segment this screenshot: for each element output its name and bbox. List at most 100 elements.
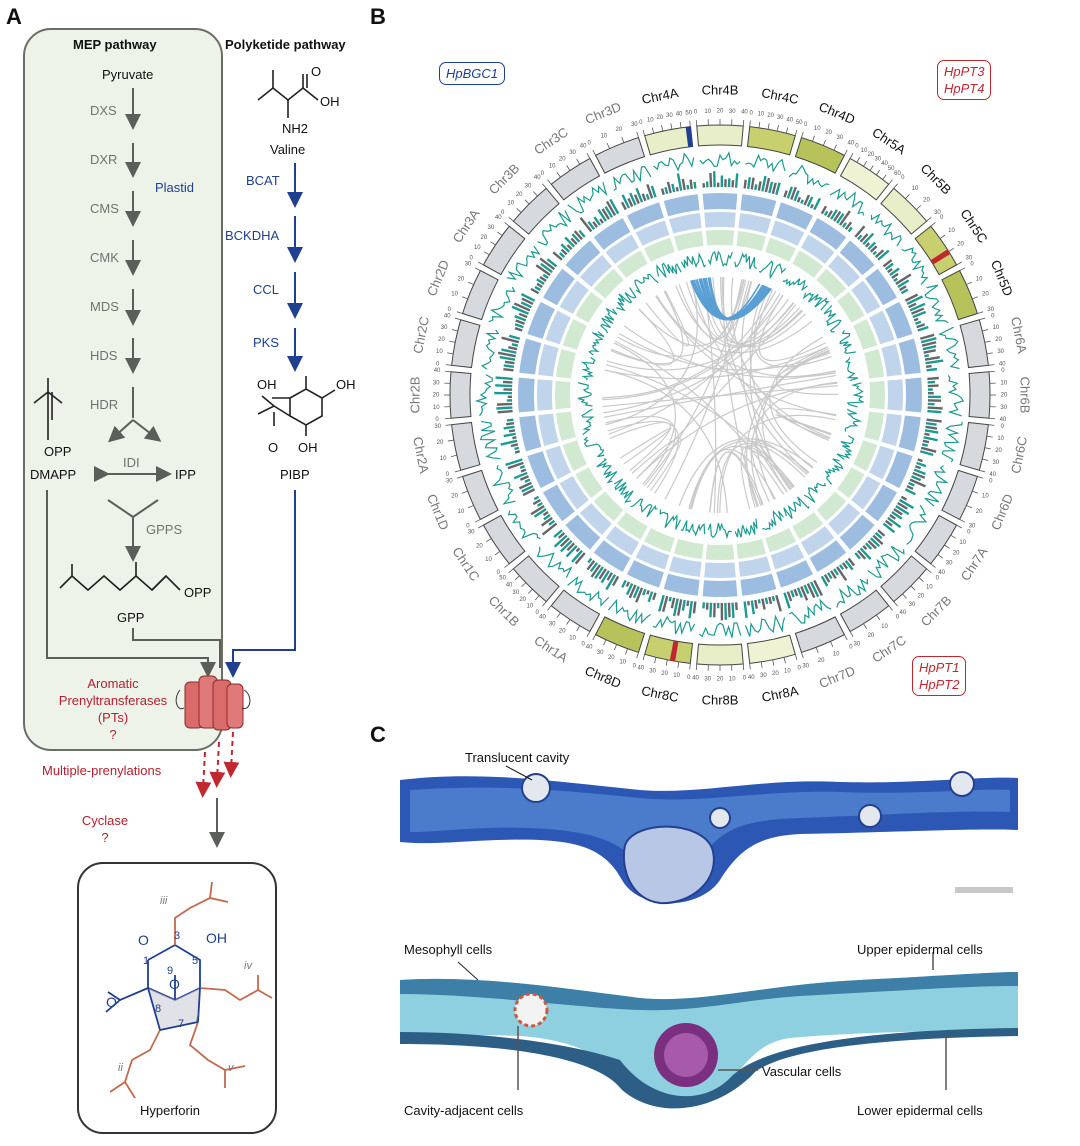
hyperforin-chain-i: i: [196, 1012, 199, 1024]
te-density-track: [674, 539, 704, 559]
density-bar: [743, 601, 748, 618]
chromosome-tick: [445, 364, 452, 366]
chromosome-tick-label: 40: [899, 610, 906, 616]
density-bar: [506, 422, 515, 426]
panel-label-a: A: [6, 4, 22, 29]
chromosome-tick-label: 40: [444, 313, 451, 319]
density-bar: [522, 488, 536, 497]
chromosome-ideogram: [461, 469, 499, 521]
expression-track: [844, 357, 859, 382]
repeat-density-track: [704, 562, 736, 578]
expression-track: [846, 382, 864, 408]
density-bar: [672, 598, 679, 617]
te-density-track: [792, 250, 824, 278]
chromosome-tick-label: 40: [1000, 417, 1007, 423]
chromosome-tick-label: 0: [901, 175, 905, 181]
chromosome-tick-label: 40: [676, 112, 683, 118]
chromosome-tick: [556, 172, 561, 178]
chromosome-tick-label: 20: [868, 633, 875, 639]
repeat-density-track: [605, 234, 640, 264]
repeat-density-track: [851, 475, 881, 510]
chromosome-tick-label: 10: [912, 186, 919, 192]
gene-density-track: [519, 338, 542, 375]
chromosome-tick: [477, 524, 484, 529]
gene-density-track: [565, 240, 601, 276]
gene-density-track: [543, 268, 575, 306]
density-bar: [541, 522, 558, 536]
chromosome-tick-label: 20: [825, 130, 832, 136]
valine-o: O: [311, 64, 322, 79]
te-density-track: [792, 512, 824, 540]
density-bar: [830, 570, 837, 580]
density-bar: [514, 314, 527, 322]
density-bar: [503, 432, 516, 438]
density-bar: [632, 586, 640, 599]
synteny-link: [740, 446, 793, 510]
chromosome-tick-label: 0: [804, 122, 808, 128]
density-bar: [891, 511, 903, 520]
hyperforin-num-7: 7: [178, 1018, 185, 1030]
hyperforin-num-3: 3: [174, 930, 181, 942]
chromosome-tick-label: 10: [948, 228, 955, 234]
density-bar: [530, 505, 545, 516]
gene-density-track: [626, 560, 664, 588]
chromosome-tick-label: 10: [600, 133, 607, 139]
synteny-link: [636, 304, 797, 479]
expression-track: [782, 278, 808, 292]
chromosome-tick: [542, 183, 547, 189]
synteny-link: [602, 294, 784, 401]
density-bar: [620, 201, 627, 211]
chromosome-ideogram: [512, 555, 560, 603]
te-density-track: [643, 528, 675, 553]
chromosome-tick-label: 0: [501, 210, 505, 216]
density-bar: [859, 547, 872, 560]
chromosome-tick-label: 10: [982, 494, 989, 500]
chromosome-tick: [882, 174, 887, 180]
density-bar: [800, 199, 804, 204]
gc-track: [479, 420, 501, 460]
te-density-track: [816, 268, 847, 299]
te-density-track: [705, 544, 735, 560]
chromosome-tick: [910, 585, 916, 591]
chromosome-tick-label: 20: [917, 593, 924, 599]
chromosome-tick: [749, 120, 751, 127]
density-bar: [641, 588, 647, 596]
density-bar: [823, 573, 831, 583]
synteny-link: [645, 290, 689, 347]
chromosome-tick-label: 30: [631, 122, 638, 128]
tag-hppt1: HpPT1: [919, 660, 960, 675]
chromosome-tick: [556, 612, 561, 618]
hpbgc1-link: [702, 278, 770, 320]
chromosome-tick-label: 0: [639, 120, 643, 126]
density-bar: [552, 251, 563, 261]
chromosome-tick: [689, 120, 691, 127]
synteny-link: [749, 285, 813, 469]
hppt34-marker: [930, 249, 951, 265]
chromosome-ideogram: [794, 136, 846, 174]
density-bar: [909, 478, 926, 488]
gc-track: [612, 166, 652, 191]
density-bar: [857, 234, 863, 241]
expression-track: [656, 262, 682, 278]
density-bar: [796, 587, 803, 598]
density-bar: [502, 380, 513, 384]
chromosome-tick-label: 40: [580, 144, 587, 150]
chromosome-tick-label: 30: [704, 676, 711, 682]
enzyme-cms: CMS: [90, 201, 119, 216]
density-bar: [793, 190, 800, 202]
chromosome-tick-label: 30: [465, 262, 472, 268]
density-bar: [692, 601, 697, 614]
density-bar: [594, 566, 604, 580]
chromosome-tick-label: 0: [694, 110, 698, 116]
chromosome-tick-label: 0: [967, 529, 971, 535]
chromosome-tick: [944, 544, 950, 549]
chromosome-tick-label: 0: [1001, 424, 1005, 430]
density-bar: [841, 222, 847, 228]
chromosome-ideogram: [746, 126, 796, 156]
density-bar: [565, 545, 578, 558]
chromosome-ideogram: [696, 124, 744, 147]
chromosome-tick-label: 20: [476, 544, 483, 550]
chromosome-tick-label: 30: [934, 210, 941, 216]
density-bar: [693, 181, 697, 189]
hyperforin-label: Hyperforin: [140, 1103, 200, 1118]
